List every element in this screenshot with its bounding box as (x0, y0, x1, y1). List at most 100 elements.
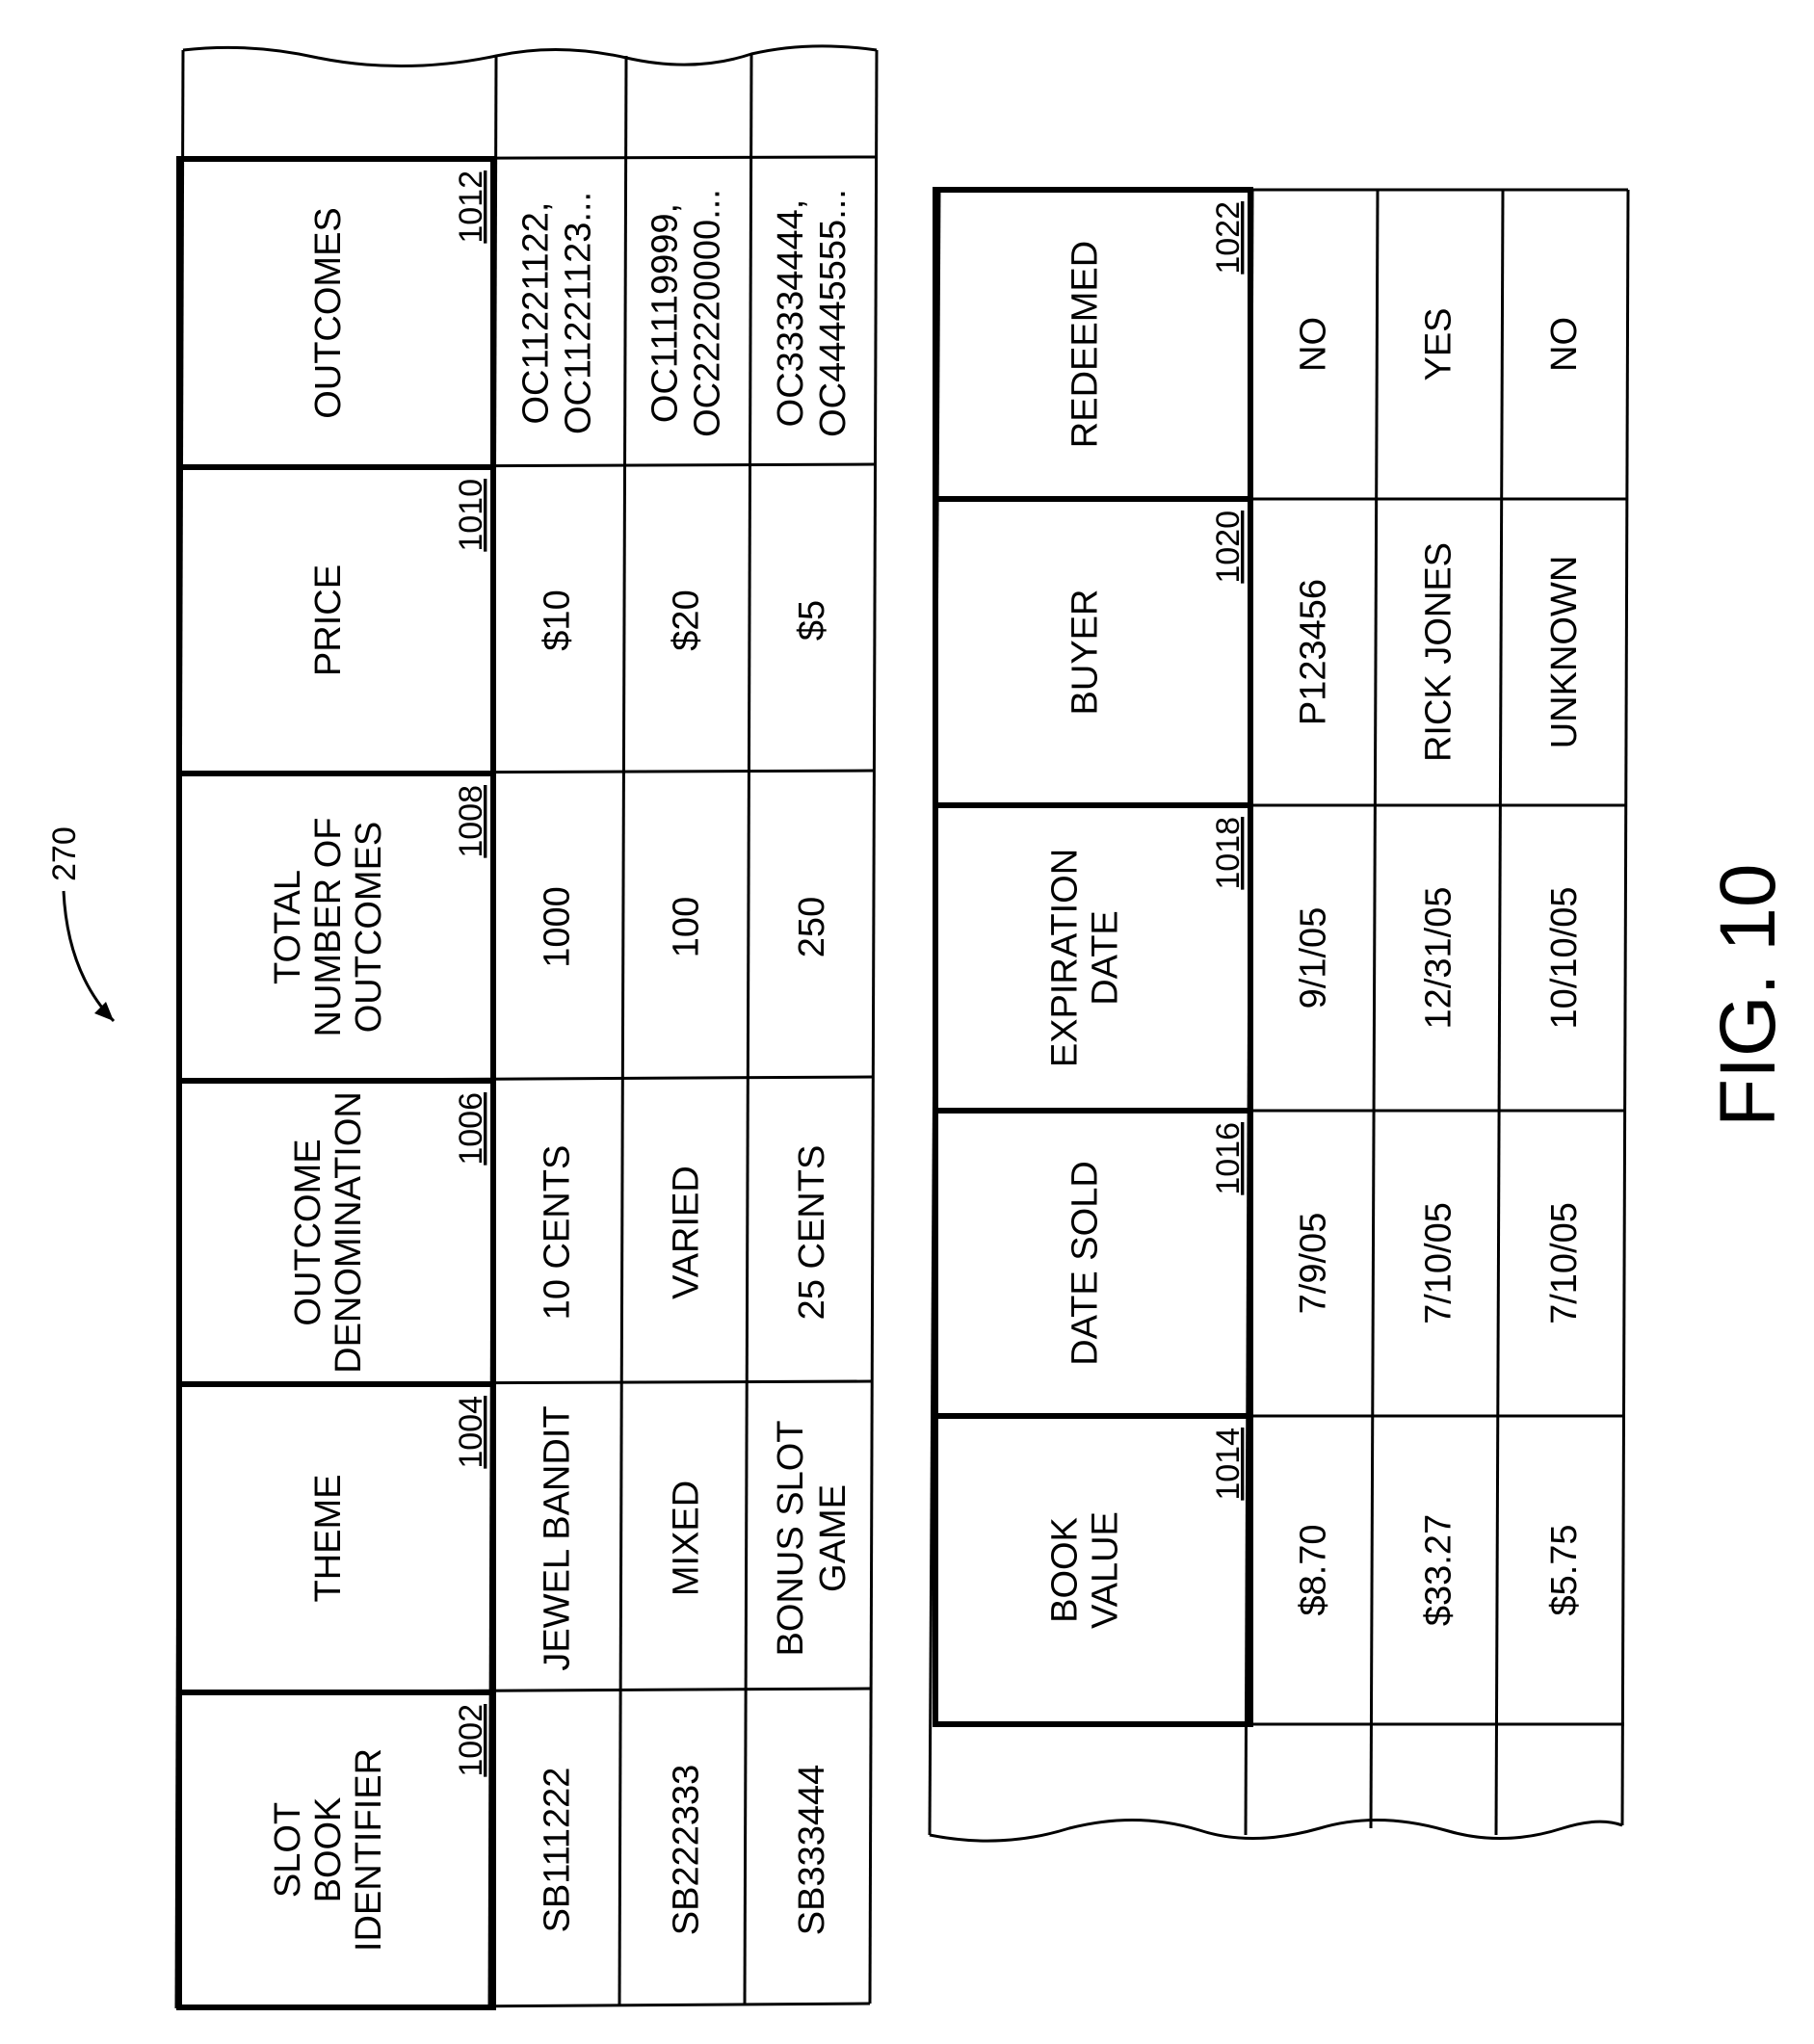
table2-cell-r1-c2-line: 12/31/05 (1419, 887, 1459, 1030)
table2-cell-r2-c3-line: UNKNOWN (1544, 556, 1585, 749)
table2-header-0-line: BOOK (1045, 1517, 1086, 1623)
table1-cell-r1-c0: SB222333 (667, 1765, 707, 1936)
table1-header-0-line: BOOK (308, 1797, 349, 1903)
table1-header-3-line: NUMBER OF (308, 818, 349, 1037)
table1-cell-r1-c4: $20 (667, 590, 707, 650)
arrow-head-icon (94, 1002, 114, 1021)
table1-header-2-line: OUTCOME (288, 1139, 329, 1325)
table2-cell-r1-c2: 12/31/05 (1419, 887, 1459, 1030)
table2-header-ref-0: 1014 (1210, 1428, 1247, 1501)
table1-cell-r2-c4: $5 (792, 600, 832, 641)
table1-cell-r0-c4-line: $10 (538, 590, 578, 650)
table1-cell-r1-c2: VARIED (667, 1166, 707, 1299)
reference-270: 270 (46, 826, 116, 1023)
table1-cell-r0-c0-line: SB111222 (538, 1768, 578, 1933)
table2-cell-r2-c1-line: 7/10/05 (1544, 1202, 1585, 1324)
table1-cell-r1-c5-line: OC22220000... (688, 189, 728, 437)
table2-cell-r0-c0: $8.70 (1294, 1524, 1334, 1615)
table2-cell-r1-c1-line: 7/10/05 (1419, 1202, 1459, 1324)
table-2-break-edge (929, 1819, 1623, 1843)
table2-cell-r0-c2: 9/1/05 (1294, 907, 1334, 1009)
table1-cell-r0-c2: 10 CENTS (538, 1145, 578, 1321)
table2-cell-r1-c0-line: $33.27 (1419, 1514, 1459, 1626)
table1-header-ref-2: 1006 (453, 1092, 489, 1166)
table2-cell-r0-c2-line: 9/1/05 (1294, 907, 1334, 1009)
table1-cell-r1-c1: MIXED (667, 1481, 707, 1596)
table1-header-ref-3: 1008 (453, 785, 489, 858)
table1-cell-r1-c1-line: MIXED (667, 1481, 707, 1596)
table1-header-4: PRICE (308, 564, 349, 676)
table2-cell-r1-c3: RICK JONES (1419, 542, 1459, 762)
table2-cell-r1-c0: $33.27 (1419, 1514, 1459, 1626)
table2-cell-r2-c0: $5.75 (1544, 1524, 1585, 1615)
table1-cell-r1-c2-line: VARIED (667, 1166, 707, 1299)
table1-cell-r2-c0-line: SB333444 (792, 1765, 832, 1936)
table2-header-3-line: BUYER (1065, 590, 1106, 716)
table2-cell-r0-c3-line: P123456 (1294, 579, 1334, 725)
table1-header-ref-0: 1002 (453, 1704, 489, 1777)
table1-header-2-line: DENOMINATION (329, 1091, 369, 1374)
table2-cell-r2-c4-line: NO (1544, 317, 1585, 372)
table1-cell-r2-c2: 25 CENTS (792, 1145, 832, 1321)
table2-header-1: DATE SOLD (1065, 1161, 1106, 1366)
table2-header-ref-1: 1016 (1210, 1122, 1247, 1195)
table1-cell-r0-c5: OC11221122,OC11221123... (516, 192, 599, 434)
table2-cell-r2-c3: UNKNOWN (1544, 556, 1585, 749)
table2-cell-r0-c4-line: NO (1294, 317, 1334, 372)
table2-cell-r0-c1: 7/9/05 (1294, 1213, 1334, 1315)
table1-cell-r2-c5-line: OC33334444, (771, 199, 811, 428)
table1-cell-r2-c5-line: OC44445555... (813, 189, 854, 437)
header-cell-border (933, 187, 1253, 502)
table1-cell-r0-c2-line: 10 CENTS (538, 1145, 578, 1321)
table1-cell-r2-c3: 250 (792, 897, 832, 957)
table1-cell-r2-c5: OC33334444,OC44445555... (771, 189, 854, 437)
table2-header-3: BUYER (1065, 590, 1106, 716)
table2-cell-r2-c2-line: 10/10/05 (1544, 887, 1585, 1030)
table1-cell-r2-c1-line: BONUS SLOT (771, 1421, 811, 1657)
table1-header-0-line: IDENTIFIER (349, 1748, 389, 1952)
table1-cell-r2-c3-line: 250 (792, 897, 832, 957)
table1-header-3-line: OUTCOMES (349, 822, 389, 1034)
table1-header-5: OUTCOMES (308, 207, 349, 419)
table1-cell-r0-c4: $10 (538, 590, 578, 650)
table1-cell-r1-c3-line: 100 (667, 897, 707, 957)
reference-arrow (62, 890, 116, 1023)
table2-header-ref-3: 1020 (1210, 511, 1247, 584)
table1-cell-r0-c5-line: OC11221122, (516, 202, 557, 425)
table1-cell-r2-c4-line: $5 (792, 600, 832, 641)
table2-header-4: REDEEMED (1065, 241, 1106, 448)
table1-cell-r0-c5-line: OC11221123... (559, 192, 599, 434)
table2-cell-r1-c3-line: RICK JONES (1419, 542, 1459, 762)
table2-header-1-line: DATE SOLD (1065, 1161, 1106, 1366)
table2-cell-r2-c2: 10/10/05 (1544, 887, 1585, 1030)
figure-label: FIG. 10 (1704, 864, 1792, 1127)
table-1-break-edge (182, 44, 878, 67)
table2-cell-r0-c3: P123456 (1294, 579, 1334, 725)
table1-header-0-line: SLOT (268, 1802, 308, 1898)
table2-cell-r2-c4: NO (1544, 317, 1585, 372)
table2-cell-r0-c4: NO (1294, 317, 1334, 372)
table2-cell-r2-c1: 7/10/05 (1544, 1202, 1585, 1324)
table1-cell-r0-c1-line: JEWEL BANDIT (538, 1405, 578, 1670)
table1-header-3-line: TOTAL (268, 870, 308, 984)
table2-cell-r1-c1: 7/10/05 (1419, 1202, 1459, 1324)
table1-cell-r1-c5: OC11119999,OC22220000... (645, 189, 728, 437)
table1-header-1: THEME (308, 1475, 349, 1603)
table2-cell-r1-c4-line: YES (1419, 307, 1459, 380)
table1-cell-r1-c4-line: $20 (667, 590, 707, 650)
table1-header-1-line: THEME (308, 1475, 349, 1603)
table2-header-0-line: VALUE (1086, 1511, 1126, 1629)
table2-header-ref-2: 1018 (1210, 817, 1247, 890)
table1-header-4-line: PRICE (308, 564, 349, 676)
table1-header-ref-4: 1010 (453, 479, 489, 552)
header-cell-border (176, 156, 496, 470)
table1-cell-r0-c0: SB111222 (538, 1768, 578, 1933)
